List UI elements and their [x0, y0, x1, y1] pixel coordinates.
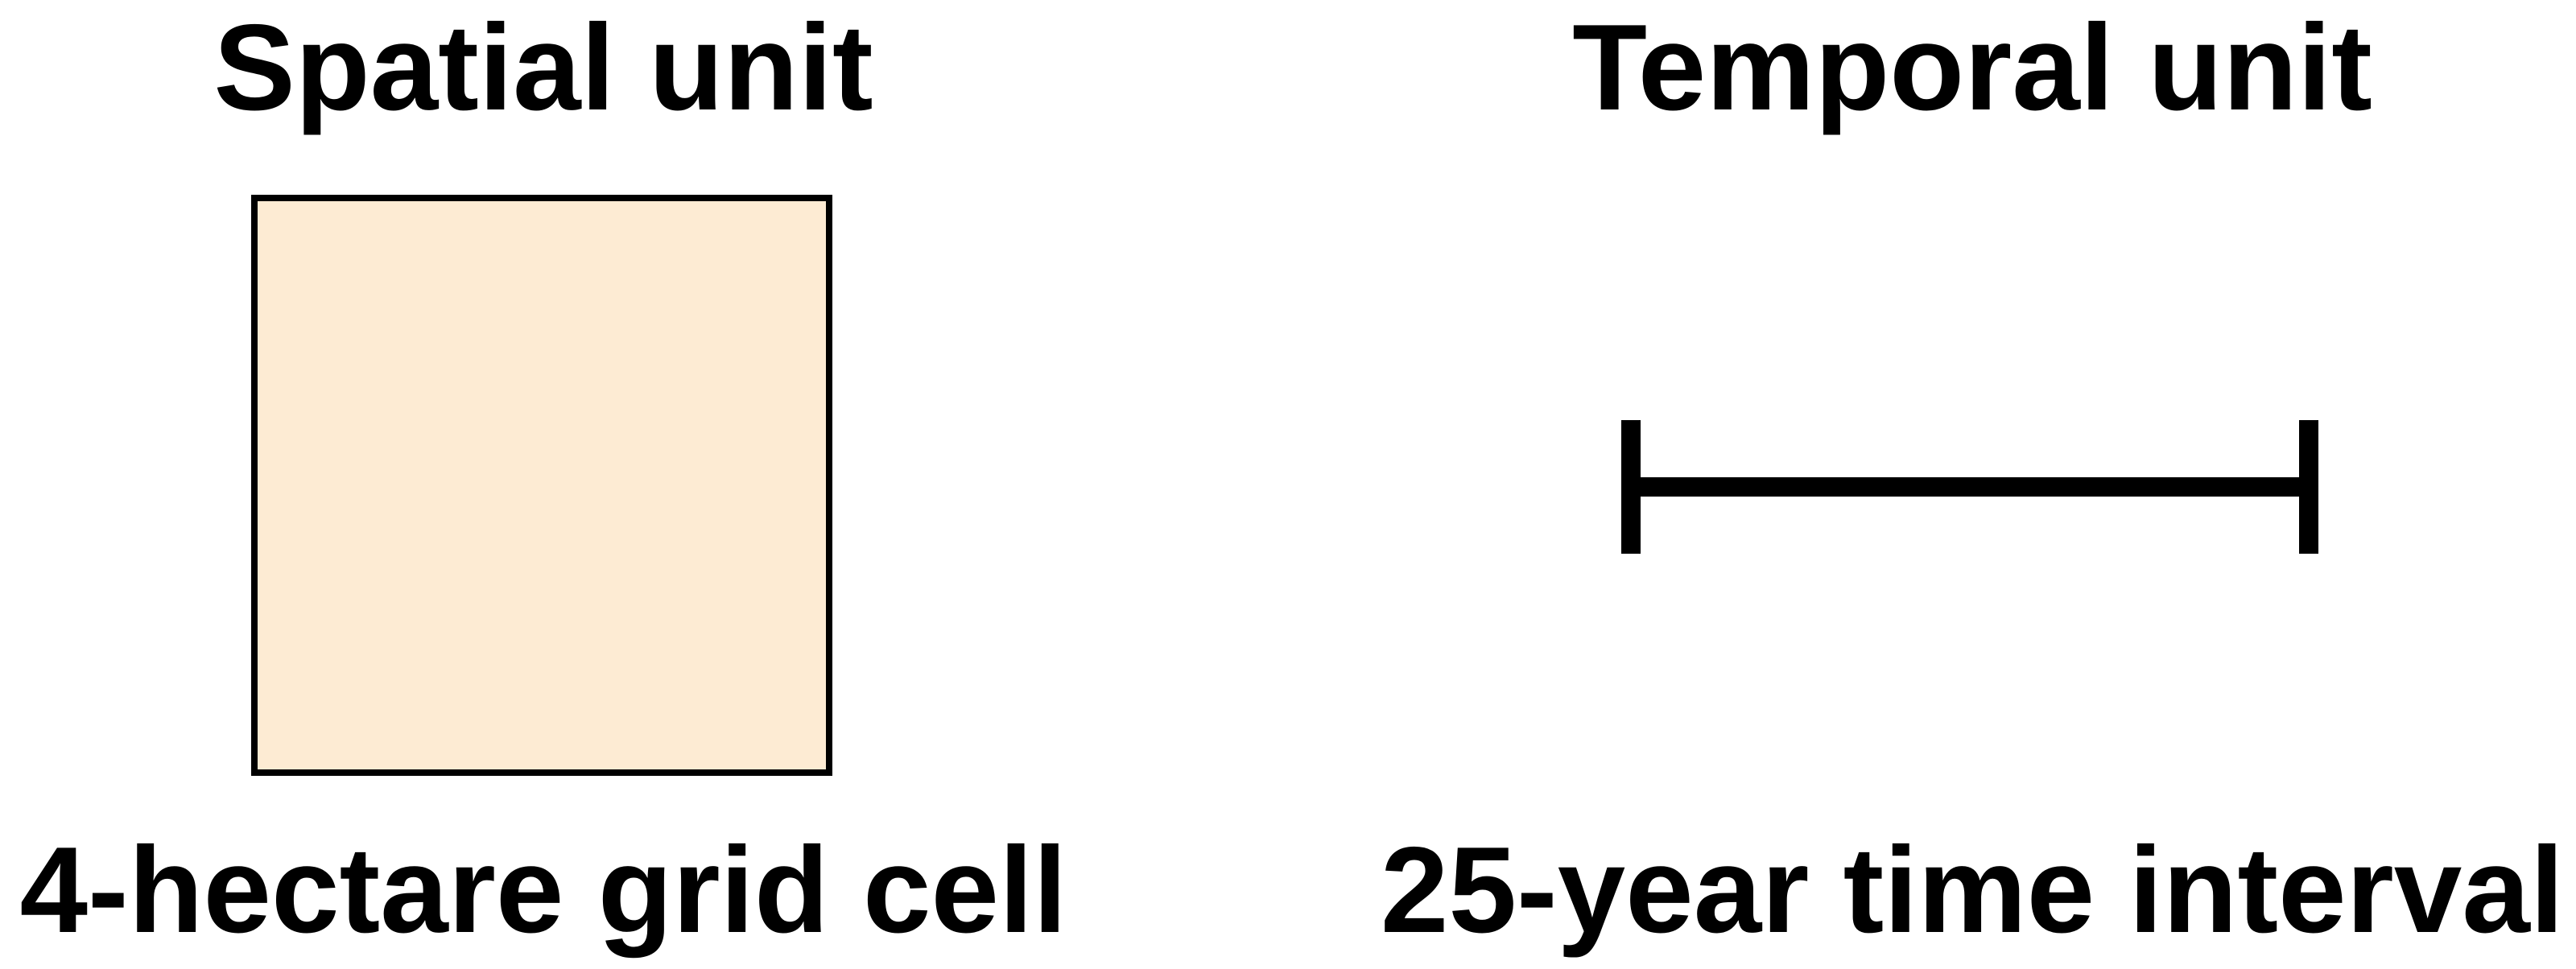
temporal-unit-caption: 25-year time interval [1380, 822, 2565, 959]
temporal-unit-title: Temporal unit [1572, 0, 2372, 136]
spatial-unit-caption: 4-hectare grid cell [19, 822, 1067, 959]
grid-cell-square [251, 195, 832, 776]
time-interval-bar [1621, 420, 2318, 554]
spatial-unit-title: Spatial unit [213, 0, 873, 136]
